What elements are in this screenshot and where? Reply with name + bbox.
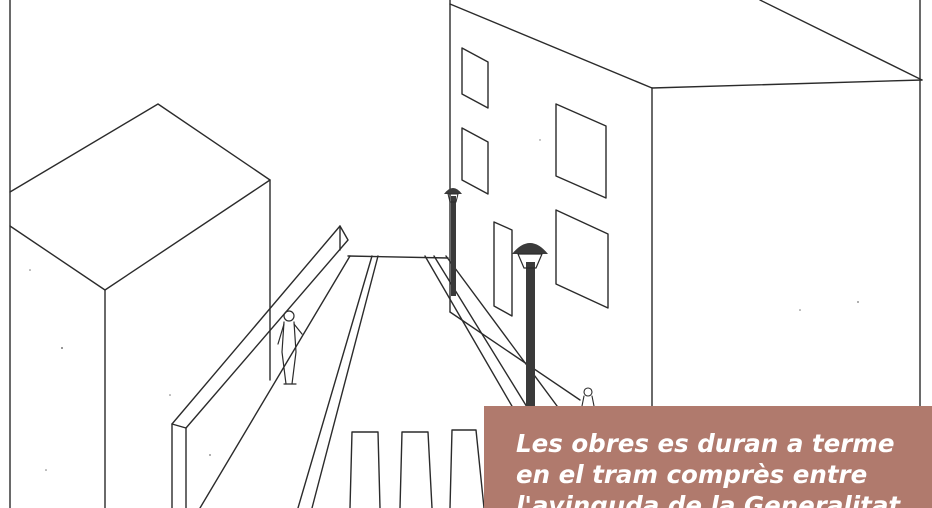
street-lamp-near [512,243,548,408]
paper-speckles [29,139,859,471]
bridge-parapet [171,225,349,508]
left-building [9,103,271,508]
caption-line-2: en el tram comprès entre [516,460,868,489]
street-lines [199,255,561,508]
building-windows [461,47,609,317]
distant-figure [581,387,595,407]
caption-line-3: l'avinguda de la Generalitat [516,491,901,508]
street-lamp-far [444,188,462,296]
street-end-line [347,255,449,259]
caption-line-1: Les obres es duran a terme [516,429,895,458]
pedestrian-figure [277,310,303,385]
right-building [449,0,923,407]
caption-box: Les obres es duran a terme en el tram co… [484,406,932,508]
crosswalk [349,429,485,508]
